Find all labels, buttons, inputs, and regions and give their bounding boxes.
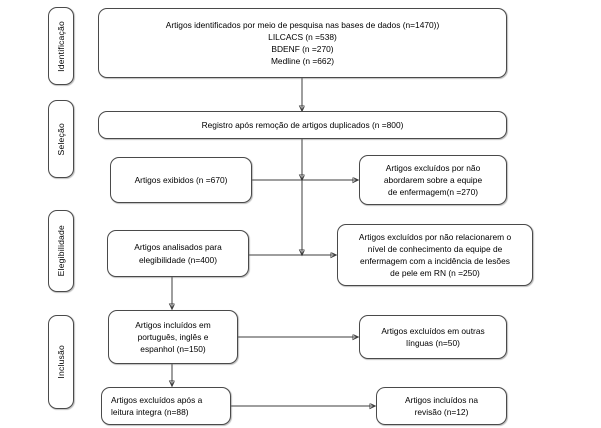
node-articles-screened: Artigos exibidos (n =670) [110,157,252,203]
node-articles-screened-text: Artigos exibidos (n =670) [134,174,228,185]
stage-label-selecao: Seleção [48,100,74,178]
stage-label-inclusao: Inclusão [48,315,74,409]
stage-label-inclusao-text: Inclusão [56,345,66,379]
node-articles-identified-text: Artigos identificados por meio de pesqui… [165,19,440,67]
stage-label-identificacao: Identificação [48,7,74,85]
stage-label-elegibilidade-text: Elegibilidade [56,225,66,277]
node-after-duplicates-removed-text: Registro após remoção de artigos duplica… [201,119,404,130]
node-excluded-not-related-text: Artigos excluídos por não relacionarem o… [358,231,512,279]
node-excluded-not-related: Artigos excluídos por não relacionarem o… [337,224,533,286]
stage-label-elegibilidade: Elegibilidade [48,210,74,292]
node-articles-identified: Artigos identificados por meio de pesqui… [98,8,507,78]
stage-label-identificacao-text: Identificação [56,20,66,72]
node-after-duplicates-removed: Registro após remoção de artigos duplica… [98,111,507,139]
stage-label-selecao-text: Seleção [56,122,66,156]
